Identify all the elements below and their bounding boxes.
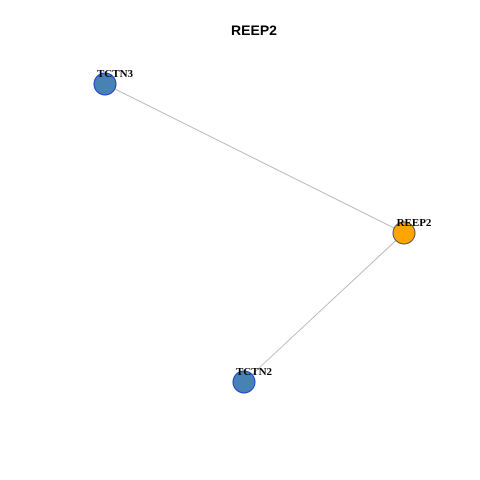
- node-label-tctn3: TCTN3: [97, 68, 134, 80]
- node-circle-tctn3: [93, 72, 117, 96]
- edge-reep2-tctn2: [243, 232, 405, 383]
- node-circle-reep2: [392, 221, 416, 245]
- edge-reep2-tctn3: [104, 83, 405, 234]
- node-label-tctn2: TCTN2: [236, 366, 273, 378]
- node-reep2: REEP2: [392, 217, 432, 245]
- diagram-title: REEP2: [231, 22, 277, 38]
- edge-layer: [104, 83, 405, 383]
- node-tctn2: TCTN2: [232, 366, 273, 394]
- node-tctn3: TCTN3: [93, 68, 134, 96]
- node-circle-tctn2: [232, 370, 256, 394]
- node-label-reep2: REEP2: [397, 217, 432, 229]
